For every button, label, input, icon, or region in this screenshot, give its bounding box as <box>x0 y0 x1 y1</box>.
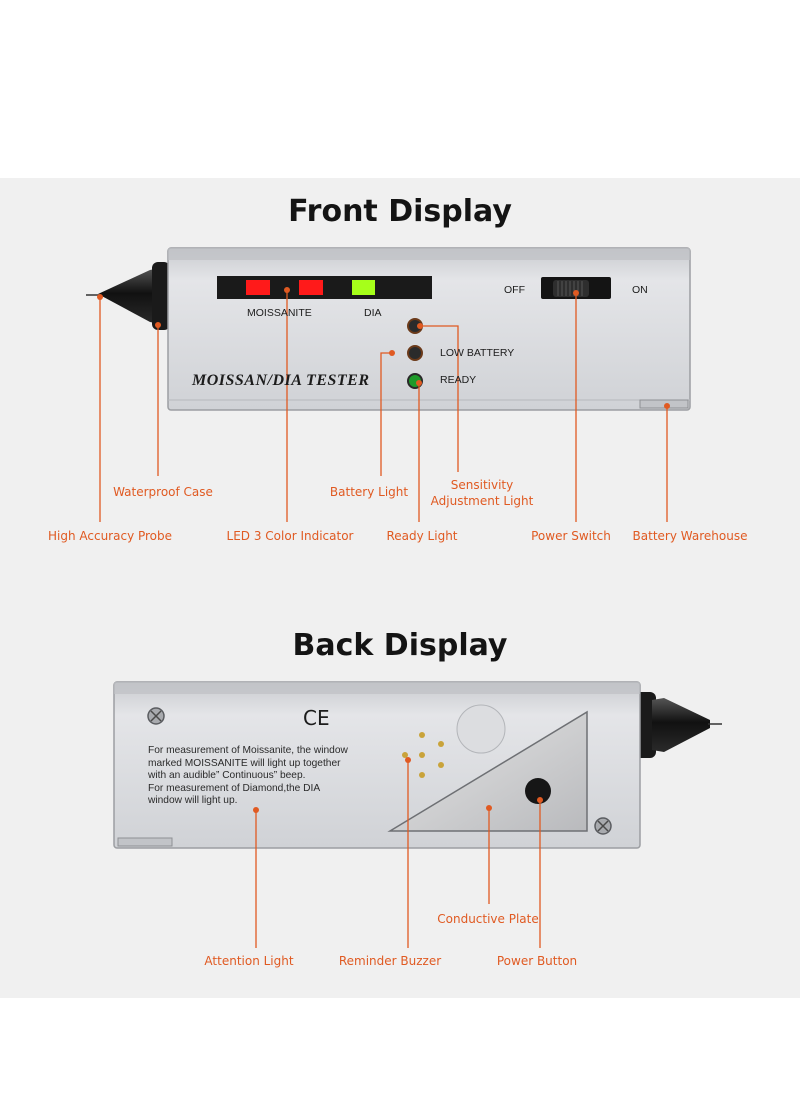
led-label-moissanite: MOISSANITE <box>247 307 312 319</box>
instruction-line: window will light up. <box>148 795 238 806</box>
callout-waterproof-case: Waterproof Case <box>113 485 213 499</box>
device-model-label: MOISSAN/DIA TESTER <box>192 372 370 389</box>
led-red-1 <box>246 280 270 295</box>
back-probe <box>634 692 722 758</box>
callout-conductive-plate: Conductive Plate <box>437 912 539 926</box>
callout-sensitivity-line2: Adjustment Light <box>430 494 534 508</box>
led-window <box>217 276 432 299</box>
instruction-line: For measurement of Diamond,the DIA <box>148 782 321 794</box>
instruction-line: For measurement of Moissanite, the windo… <box>148 745 348 756</box>
ready-label: READY <box>440 374 477 386</box>
instruction-text: For measurement of Moissanite, the windo… <box>148 745 348 808</box>
callout-high-accuracy-probe: High Accuracy Probe <box>47 529 173 543</box>
front-leader-dots <box>97 287 670 409</box>
screw-top-left <box>147 707 165 725</box>
callout-led-indicator: LED 3 Color Indicator <box>226 529 354 543</box>
front-probe <box>86 262 170 330</box>
callout-power-switch: Power Switch <box>531 529 611 543</box>
callout-power-button: Power Button <box>496 954 578 968</box>
screw-bottom-right <box>594 817 612 835</box>
led-red-2 <box>299 280 323 295</box>
reminder-buzzer <box>402 732 444 778</box>
callout-battery-light: Battery Light <box>329 485 409 499</box>
back-device <box>113 681 722 849</box>
front-display-title: Front Display <box>288 194 512 229</box>
front-leader-lines <box>99 290 668 522</box>
battery-light <box>407 345 423 361</box>
back-leader-dots <box>253 757 543 813</box>
led-label-dia: DIA <box>364 307 382 319</box>
battery-warehouse <box>639 399 689 409</box>
callout-battery-warehouse: Battery Warehouse <box>632 529 748 543</box>
callout-ready-light: Ready Light <box>386 529 458 543</box>
power-button <box>525 778 551 804</box>
hologram-sticker <box>456 704 506 754</box>
instruction-line: with an audible” Continuous” beep. <box>148 770 306 781</box>
callout-sensitivity-light: Sensitivity Adjustment Light <box>431 477 534 509</box>
back-display-title: Back Display <box>292 628 508 663</box>
switch-label-on: ON <box>632 284 648 296</box>
low-battery-label: LOW BATTERY <box>440 347 515 359</box>
callout-attention-light: Attention Light <box>204 954 294 968</box>
led-green <box>352 280 375 295</box>
instruction-line: marked MOISSANITE will light up together <box>148 757 341 769</box>
back-leader-lines <box>255 760 541 948</box>
switch-label-off: OFF <box>504 284 525 296</box>
callout-reminder-buzzer: Reminder Buzzer <box>338 954 442 968</box>
ce-mark: CE <box>303 706 330 730</box>
front-device <box>86 247 691 411</box>
callout-sensitivity-line1: Sensitivity <box>450 478 514 492</box>
